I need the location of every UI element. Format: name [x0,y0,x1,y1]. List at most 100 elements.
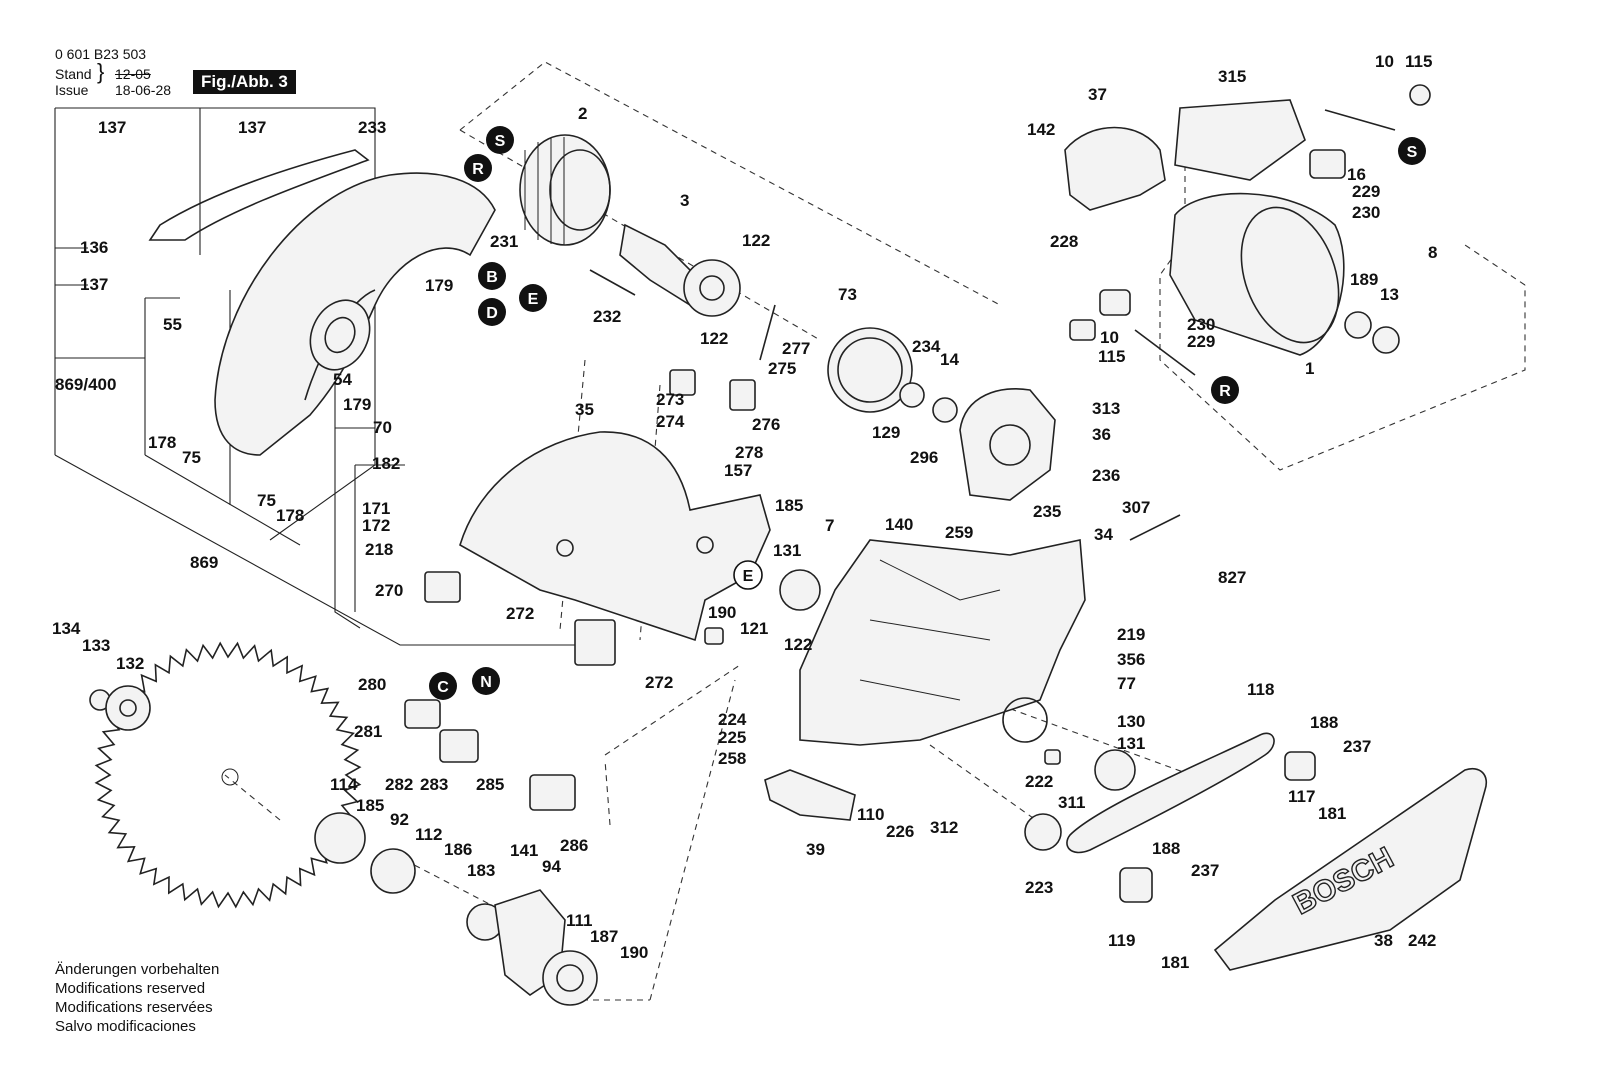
part-number-label: 237 [1191,861,1219,880]
part-number-label: 183 [467,861,495,880]
note-line: Modifications reservées [55,999,213,1016]
part-number-label: 219 [1117,625,1145,644]
part-number-label: 218 [365,540,393,559]
part-number-label: 275 [768,359,796,378]
part-number-label: 1 [1305,359,1314,378]
part-number-label: 181 [1161,953,1189,972]
part-number-label: 313 [1092,399,1120,418]
part-number-label: 233 [358,118,386,137]
part-number-label: 186 [444,840,472,859]
part-number-label: 259 [945,523,973,542]
saw-blade [94,641,362,909]
belt-cover: BOSCH [1213,768,1487,971]
part-number-label: 277 [782,339,810,358]
part-number-label: 273 [656,390,684,409]
part-number-label: 8 [1428,243,1437,262]
part-number-label: 75 [182,448,201,467]
svg-text:E: E [528,291,539,308]
issue-label: Issue [55,82,89,98]
part-number-label: 55 [163,315,182,334]
part-number-label: 869 [190,553,218,572]
part-number-label: 73 [838,285,857,304]
part-number-label: 307 [1122,498,1150,517]
part-number-label: 137 [238,118,266,137]
part-number-label: 54 [333,370,352,389]
part-number-label: 182 [372,454,400,473]
brace-symbol: } [97,59,105,84]
part-number-label: 190 [620,943,648,962]
part-number-label: 35 [575,400,594,419]
part-number-label: 14 [940,350,959,369]
lower-blade-guard [459,431,771,642]
blade-flanges [89,685,504,941]
part-number-label: 827 [1218,568,1246,587]
part-number-label: 229 [1352,182,1380,201]
part-number-label: 230 [1187,315,1215,334]
part-number-label: 122 [742,231,770,250]
gear-cover [494,889,598,1006]
part-number-label: 131 [773,541,801,560]
part-number-label: 232 [593,307,621,326]
part-number-label: 142 [1027,120,1055,139]
svg-text:R: R [1219,383,1231,400]
part-number-label: 115 [1405,52,1432,71]
part-number-label: 274 [656,412,685,431]
part-number-label: 235 [1033,502,1061,521]
motor-housing [1064,99,1345,356]
part-number-label: 122 [784,635,812,654]
part-number-label: 77 [1117,674,1136,693]
svg-text:R: R [472,161,484,178]
motor-stator [519,134,611,246]
part-number-label: 224 [718,710,747,729]
part-number-label: 130 [1117,712,1145,731]
reference-marker: D [478,298,506,326]
part-number-label: 185 [775,496,803,515]
reference-marker: E [519,284,547,312]
part-number-label: 136 [80,238,108,257]
part-number-label: 179 [343,395,371,414]
part-number-label: 283 [420,775,448,794]
part-number-label: 111 [566,911,593,930]
part-number-label: 188 [1152,839,1180,858]
part-number-label: 281 [354,722,382,741]
part-number-label: 226 [886,822,914,841]
doc-number: 0 601 B23 503 [55,46,147,62]
part-number-label: 140 [885,515,913,534]
drive-belt [779,569,1316,903]
part-number-label: 282 [385,775,413,794]
part-number-label: 237 [1343,737,1371,756]
part-number-label: 122 [700,329,728,348]
part-number-label: 178 [276,506,304,525]
part-number-label: 258 [718,749,746,768]
part-number-label: 171 [362,499,390,518]
part-number-label: 2 [578,104,587,123]
part-number-label: 185 [356,796,384,815]
part-number-label: 36 [1092,425,1111,444]
handle [764,769,856,821]
part-number-label: 75 [257,491,276,510]
part-number-label: 118 [1247,680,1274,699]
switch-parts [404,571,616,811]
note-line: Änderungen vorbehalten [55,961,220,978]
svg-text:S: S [1407,144,1418,161]
figure-label: Fig./Abb. 3 [193,70,296,94]
part-number-label: 225 [718,728,746,747]
part-number-label: 189 [1350,270,1378,289]
svg-text:B: B [486,269,498,286]
gear-housing [799,539,1086,746]
part-number-label: 121 [740,619,768,638]
part-number-label: 280 [358,675,386,694]
reference-marker: C [429,672,457,700]
part-number-label: 187 [590,927,618,946]
part-number-label: 272 [506,604,534,623]
svg-text:E: E [743,568,754,585]
part-number-label: 3 [680,191,689,210]
part-number-label: 223 [1025,878,1053,897]
modification-notes: Änderungen vorbehalten Modifications res… [55,960,219,1036]
part-number-label: 296 [910,448,938,467]
stand-label: Stand [55,66,92,82]
reference-marker: R [1211,376,1239,404]
part-number-label: 114 [330,775,358,794]
part-number-label: 242 [1408,931,1436,950]
